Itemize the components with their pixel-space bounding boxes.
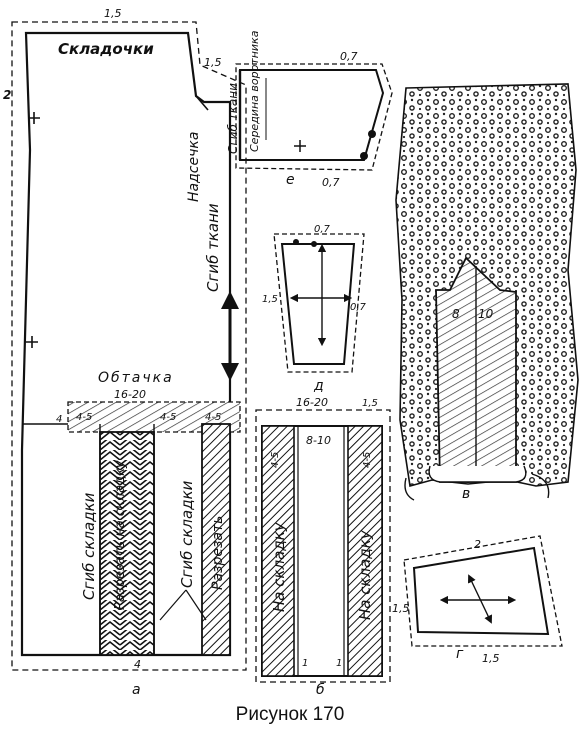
hem-roll: [428, 465, 527, 483]
piece-d-dot: [311, 241, 317, 247]
piece-a-fold-label: Сгиб ткани: [204, 203, 222, 292]
piece-a-dim-top-right: 1,5: [204, 56, 222, 69]
piece-b-dim-top: 16-20: [296, 396, 328, 409]
piece-e-letter: е: [286, 172, 295, 188]
piece-e-tick: [294, 140, 306, 152]
piece-d-outline: [280, 243, 356, 365]
piece-a-seam-allowance: [11, 21, 247, 671]
piece-a-dim-4: 4: [56, 414, 62, 425]
piece-g-letter: г: [456, 646, 464, 662]
piece-a-dim-top: 1,5: [104, 7, 122, 20]
cut-pleat-label: Разрезать на складку: [113, 460, 128, 610]
piece-v-dim-10: 10: [478, 307, 494, 321]
piece-v-letter: в: [462, 486, 470, 502]
piece-d-dot: [293, 239, 299, 245]
piece-g-outline: [412, 546, 550, 636]
piece-e-seam-allowance: [235, 63, 393, 171]
fold-pleats-label-2: Сгиб складки: [178, 480, 196, 588]
piece-d-dim-left: 1,5: [262, 294, 278, 305]
piece-b-pleat-right: [347, 425, 383, 677]
piece-g-dim-15-left: 1,5: [392, 602, 410, 615]
notch-mark: [195, 95, 209, 111]
piece-a-dim-45-left: 4-5: [76, 412, 92, 423]
piece-a-dim-45-right: 4-5: [205, 412, 221, 423]
piece-b-dim-45-right: 4-5: [362, 452, 373, 468]
piece-e: 0,7 Сгиб ткани Середина воротника 0,7 е: [226, 30, 393, 189]
piece-v-dim-8: 8: [452, 307, 460, 321]
piece-d-seam-allowance: [273, 233, 365, 373]
piece-e-middle-label: Середина воротника: [248, 30, 261, 152]
piece-e-dim-top: 0,7: [340, 50, 358, 63]
piece-b-dim-1-right: 1: [336, 658, 342, 669]
piece-e-dot: [368, 130, 376, 138]
piece-d-dim-top: 0,7: [314, 224, 331, 235]
piece-b-pleat-left: [261, 425, 295, 677]
facing-width: 16-20: [114, 388, 146, 401]
piece-v: 8 10 в: [395, 83, 579, 502]
figure-caption: Рисунок 170: [235, 704, 345, 725]
piece-d: 0,7 1,5 0,7 д: [262, 224, 367, 394]
piece-b-seam-allowance: [255, 409, 391, 683]
piece-a-dim-left: 2: [3, 88, 11, 102]
piece-a-dim-45-mid: 4-5: [160, 412, 176, 423]
piece-b: 16-20 1,5 8-10 4-5 4-5 На складку На скл…: [255, 396, 391, 698]
piece-g-dim-2: 2: [474, 538, 481, 551]
tick-mark: [26, 336, 38, 348]
piece-e-middle-text: Середина воротника: [248, 30, 261, 152]
piece-a-dim-bottom: 4: [134, 658, 141, 671]
facing-label: Обтачка: [98, 370, 174, 386]
piece-b-dim-1-left: 1: [302, 658, 308, 669]
piece-b-pleat-right-label: На складку: [356, 529, 374, 620]
piece-e-fold-label: Сгиб ткани: [226, 83, 240, 154]
piece-a: 1,5 Складочки 1,5 2 Надсечка Сгиб ткани …: [3, 7, 247, 698]
piece-b-letter: б: [316, 682, 325, 698]
piece-g-grain-2: [468, 574, 492, 624]
piece-a-title: Складочки: [58, 40, 154, 58]
tick-mark: [28, 112, 40, 124]
fold-pleats-label-1: Сгиб складки: [80, 492, 98, 600]
piece-b-dim-15: 1,5: [362, 398, 378, 409]
piece-e-dim-bottom: 0,7: [322, 176, 340, 189]
cut-label: Разрезать: [210, 516, 226, 590]
piece-g-dim-15-bottom: 1,5: [482, 652, 500, 665]
piece-b-pleat-left-label: На складку: [270, 521, 288, 612]
hem-loop: [404, 473, 550, 501]
piece-b-dim-45-left: 4-5: [270, 452, 281, 468]
piece-e-dot: [360, 152, 368, 160]
piece-d-letter: д: [313, 378, 324, 394]
piece-g-seam-allowance: [403, 535, 563, 647]
piece-a-notch-label: Надсечка: [186, 132, 202, 202]
leader-line: [159, 589, 187, 621]
pleat-strip-hatched: [201, 423, 231, 656]
piece-d-dim-right: 0,7: [350, 302, 367, 313]
leader-line: [185, 589, 207, 621]
piece-g: 2 1,5 1,5 г: [392, 535, 563, 665]
piece-b-dim-810: 8-10: [306, 434, 331, 447]
piece-e-outline: [239, 69, 385, 161]
piece-a-letter: а: [132, 682, 141, 698]
